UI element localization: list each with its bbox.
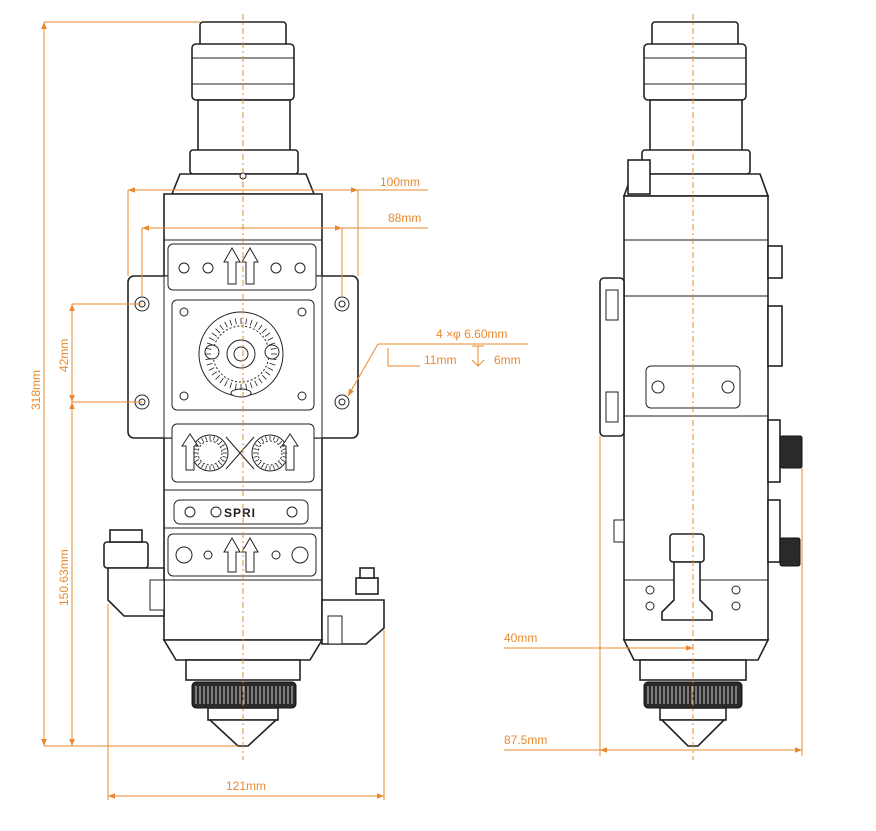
- dim-42-label: 42mm: [57, 339, 71, 372]
- dim-150-label: 150.63mm: [57, 549, 71, 606]
- dim-100-label: 100mm: [380, 175, 420, 189]
- side-view: [599, 14, 803, 760]
- dim-87-5-label: 87.5mm: [504, 733, 547, 747]
- dim-88-label: 88mm: [388, 211, 421, 225]
- dim-40-label: 40mm: [504, 631, 537, 645]
- logo-text: SPRI: [224, 506, 256, 520]
- dim-121-label: 121mm: [226, 779, 266, 793]
- front-view: SPRI: [103, 14, 385, 760]
- hole-depth-6-label: 6mm: [494, 353, 521, 367]
- hole-callout-label: 4 ×φ 6.60mm: [436, 327, 507, 341]
- dimension-lines: [41, 21, 803, 800]
- dimension-labels: 100mm 88mm 4 ×φ 6.60mm 11mm 6mm 318mm 42…: [29, 175, 547, 793]
- hole-depth-11-label: 11mm: [424, 353, 456, 367]
- dim-318-label: 318mm: [29, 370, 43, 410]
